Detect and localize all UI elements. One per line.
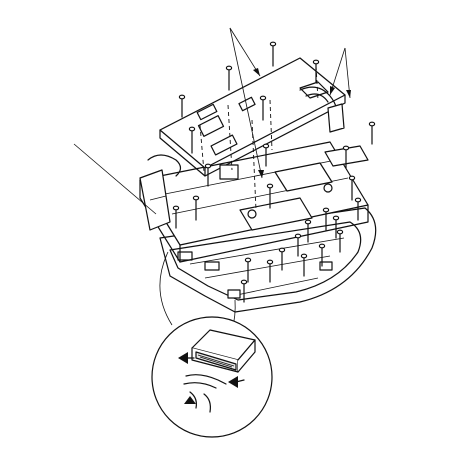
screw-icon [332,215,340,239]
screw-icon [269,41,277,67]
board-component [239,197,313,231]
callout-leaders [73,27,351,215]
screw-icon [244,257,252,283]
panel-tab [227,289,241,299]
screw-icon [318,243,326,267]
screw-icon [240,279,248,303]
screw-icon [172,205,180,229]
screw-icon [336,229,344,253]
upper-pcb [159,57,346,180]
pcb-connector [299,81,329,99]
board-hole [247,209,257,219]
screw-icon [368,121,376,145]
panel-tab [204,261,220,271]
panel-tab [177,251,193,261]
screw-icon [354,197,362,221]
leader-arrow-icon [73,143,157,215]
screw-icon [322,207,330,231]
leader-arrow-icon [344,47,351,99]
screw-icon [304,219,312,243]
board-hole [323,183,333,193]
screw-icon [294,233,302,257]
screw-icon [225,65,233,91]
screw-icon [348,175,356,201]
screw-icon [342,145,350,169]
flat-cable-right [299,86,345,133]
flat-cable-connector-icon [191,329,256,373]
screw-icon [312,59,320,83]
screw-icon [259,95,267,121]
screw-icon [192,195,200,221]
screw-set [172,41,376,303]
screw-icon [204,163,212,187]
screw-icon [188,126,196,154]
left-bracket [139,154,182,231]
pull-direction-arrow-icon [228,376,245,388]
connector-socket [219,164,239,180]
screw-icon [300,253,308,277]
leader-arrow-icon [229,27,261,77]
screw-icon [178,94,186,118]
pull-direction-arrow-icon [178,352,195,364]
board-component [274,162,333,192]
panel-tab [319,261,333,271]
screw-icon [262,143,270,167]
leader-arrow-icon [229,27,263,179]
ic-chip [196,103,218,121]
screw-icon [266,259,274,283]
detail-magnifier [151,316,273,438]
pull-direction-arrow-icon [184,396,196,404]
main-frame [139,141,369,263]
screw-icon [266,183,274,209]
ic-chip [197,115,225,137]
screw-icon [278,247,286,271]
